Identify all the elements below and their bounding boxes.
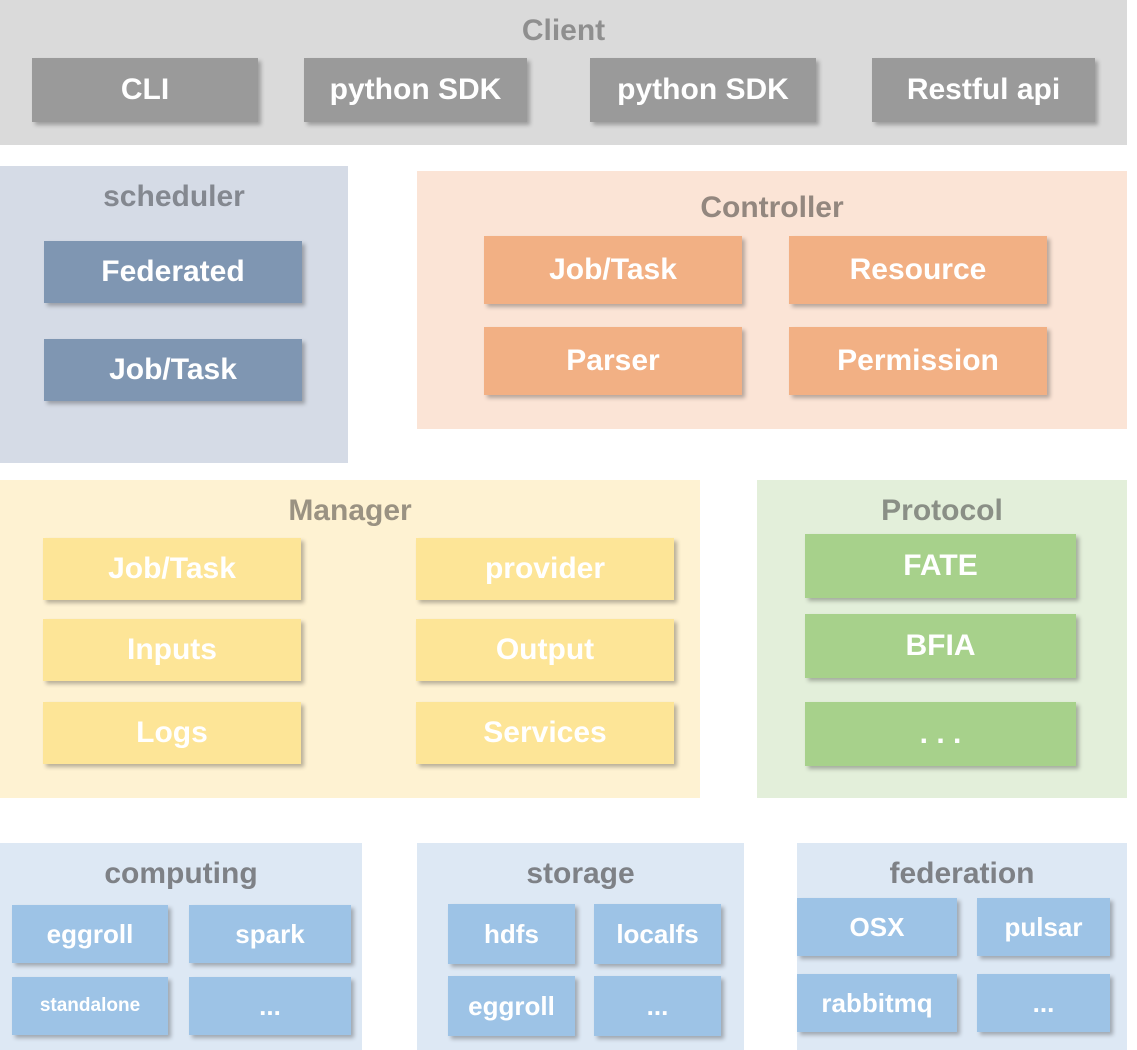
federation-rabbitmq-box: rabbitmq: [797, 974, 957, 1032]
storage-eggroll-box: eggroll: [448, 976, 575, 1036]
scheduler-title: scheduler: [103, 180, 245, 213]
client-panel: Client CLI python SDK python SDK Restful…: [0, 0, 1127, 145]
scheduler-panel: scheduler Federated Job/Task: [0, 166, 348, 463]
storage-ellipsis-box: ...: [594, 976, 721, 1036]
controller-panel: Controller Job/Task Resource Parser Perm…: [417, 171, 1127, 429]
computing-spark-box: spark: [189, 905, 351, 963]
protocol-title: Protocol: [881, 494, 1003, 527]
manager-logs-box: Logs: [43, 702, 301, 764]
scheduler-job-task-box: Job/Task: [44, 339, 302, 401]
protocol-ellipsis-box: . . .: [805, 702, 1076, 766]
client-title: Client: [521, 14, 606, 47]
federation-ellipsis-box: ...: [977, 974, 1110, 1032]
manager-job-task-box: Job/Task: [43, 538, 301, 600]
federation-osx-box: OSX: [797, 898, 957, 956]
storage-panel: storage hdfs localfs eggroll ...: [417, 843, 744, 1050]
manager-output-box: Output: [416, 619, 674, 681]
manager-services-box: Services: [416, 702, 674, 764]
controller-title: Controller: [700, 191, 844, 224]
client-python-sdk-box: python SDK: [304, 58, 527, 122]
federation-pulsar-box: pulsar: [977, 898, 1110, 956]
protocol-fate-box: FATE: [805, 534, 1076, 598]
computing-eggroll-box: eggroll: [12, 905, 168, 963]
federation-title: federation: [889, 857, 1035, 890]
controller-resource-box: Resource: [789, 236, 1047, 304]
controller-job-task-box: Job/Task: [484, 236, 742, 304]
storage-localfs-box: localfs: [594, 904, 721, 964]
manager-inputs-box: Inputs: [43, 619, 301, 681]
protocol-bfia-box: BFIA: [805, 614, 1076, 678]
manager-provider-box: provider: [416, 538, 674, 600]
scheduler-federated-box: Federated: [44, 241, 302, 303]
client-python-sdk-box-2: python SDK: [590, 58, 816, 122]
client-restful-api-box: Restful api: [872, 58, 1095, 122]
storage-hdfs-box: hdfs: [448, 904, 575, 964]
manager-title: Manager: [288, 494, 412, 527]
computing-ellipsis-box: ...: [189, 977, 351, 1035]
controller-parser-box: Parser: [484, 327, 742, 395]
protocol-panel: Protocol FATE BFIA . . .: [757, 480, 1127, 798]
controller-permission-box: Permission: [789, 327, 1047, 395]
computing-panel: computing eggroll spark standalone ...: [0, 843, 362, 1050]
manager-panel: Manager Job/Task provider Inputs Output …: [0, 480, 700, 798]
storage-title: storage: [526, 857, 635, 890]
federation-panel: federation OSX pulsar rabbitmq ...: [797, 843, 1127, 1050]
computing-standalone-box: standalone: [12, 977, 168, 1035]
computing-title: computing: [104, 857, 258, 890]
client-cli-box: CLI: [32, 58, 258, 122]
